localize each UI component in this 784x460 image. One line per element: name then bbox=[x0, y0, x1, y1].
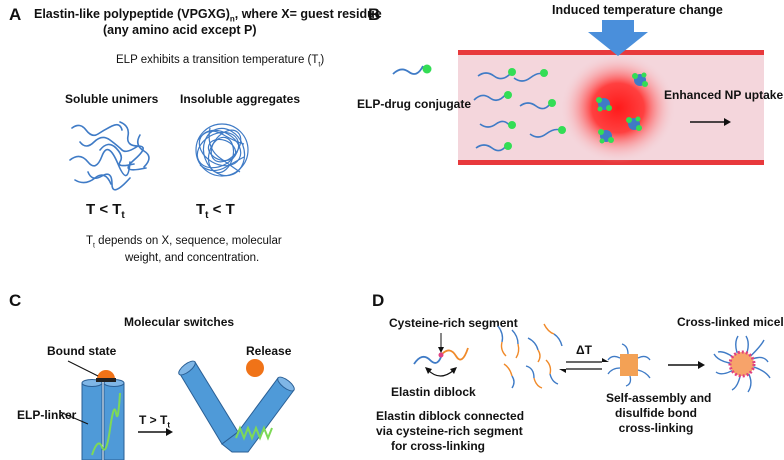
molecular-switches-title: Molecular switches bbox=[124, 315, 235, 329]
aggregate-condition: Tt < T bbox=[196, 201, 235, 221]
released-switch bbox=[178, 359, 295, 453]
transition-dependence-text-line2: weight, and concentration. bbox=[125, 252, 260, 264]
panel-b-letter: B bbox=[368, 5, 381, 24]
right-arrow-icon bbox=[690, 118, 731, 126]
self-assembly-line1: Self-assembly and bbox=[606, 391, 712, 405]
self-assembly-line3: cross-linking bbox=[618, 421, 694, 435]
cross-linked-micelle-label: Cross-linked micelle bbox=[677, 315, 784, 329]
single-diblock bbox=[413, 347, 469, 365]
free-diblocks bbox=[497, 323, 563, 389]
soluble-unimer-strands bbox=[69, 121, 150, 191]
assembled-cluster bbox=[607, 343, 651, 387]
insoluble-aggregates-label: Insoluble aggregates bbox=[180, 92, 301, 106]
legend-conjugate-icon bbox=[392, 64, 432, 75]
panel-a-letter: A bbox=[9, 5, 22, 24]
transition-temperature-text: ELP exhibits a transition temperature (T… bbox=[116, 54, 325, 69]
heated-region bbox=[560, 53, 676, 163]
drug-molecules bbox=[504, 68, 566, 150]
double-headed-curved-arrow-icon bbox=[425, 367, 457, 377]
bound-linker bbox=[91, 392, 121, 456]
conjugates-in-vessel bbox=[473, 72, 561, 152]
panel-d-letter: D bbox=[372, 291, 385, 310]
enhanced-uptake-label: Enhanced NP uptake bbox=[664, 88, 784, 102]
insoluble-aggregate-tangle bbox=[195, 123, 249, 177]
bound-switch bbox=[81, 370, 125, 460]
elp-drug-conjugate-label: ELP-drug conjugate bbox=[357, 97, 471, 111]
micelle-arrow-icon bbox=[668, 361, 705, 369]
downward-arrow-icon bbox=[588, 20, 648, 56]
diblock-description-line1: Elastin diblock connected bbox=[376, 409, 525, 423]
self-assembly-line2: disulfide bond bbox=[615, 406, 697, 420]
elastin-diblock-label: Elastin diblock bbox=[391, 385, 476, 399]
soluble-condition: T < Tt bbox=[86, 201, 125, 221]
cross-linked-micelle bbox=[713, 335, 771, 393]
diblock-description-line3: for cross-linking bbox=[390, 439, 485, 453]
cysteine-segment-label: Cysteine-rich segment bbox=[389, 316, 518, 330]
soluble-unimers-label: Soluble unimers bbox=[65, 92, 159, 106]
panel-c-letter: C bbox=[9, 291, 22, 310]
release-condition: T > Tt bbox=[139, 413, 171, 430]
diblock-description-line2: via cysteine-rich segment bbox=[376, 424, 523, 438]
transition-dependence-text: Tt depends on X, sequence, molecular bbox=[86, 235, 282, 250]
release-label: Release bbox=[246, 344, 292, 358]
panel-a-title-line1: Elastin-like polypeptide (VPGXG)n, where… bbox=[34, 7, 382, 24]
panel-a-title-line2: (any amino acid except P) bbox=[103, 23, 257, 37]
elp-linker-label: ELP-linker bbox=[17, 408, 77, 422]
delta-t-label: ΔT bbox=[576, 343, 592, 357]
aggregated-nanoparticles bbox=[596, 72, 648, 144]
induced-temperature-label: Induced temperature change bbox=[552, 3, 723, 17]
vessel-wall-top bbox=[458, 50, 764, 55]
bound-cargo bbox=[97, 370, 115, 379]
bound-state-label: Bound state bbox=[47, 344, 117, 358]
released-linker bbox=[235, 425, 273, 441]
switch-arrow-icon bbox=[138, 428, 173, 436]
equilibrium-arrows-icon bbox=[559, 358, 609, 373]
released-cargo bbox=[246, 359, 264, 377]
